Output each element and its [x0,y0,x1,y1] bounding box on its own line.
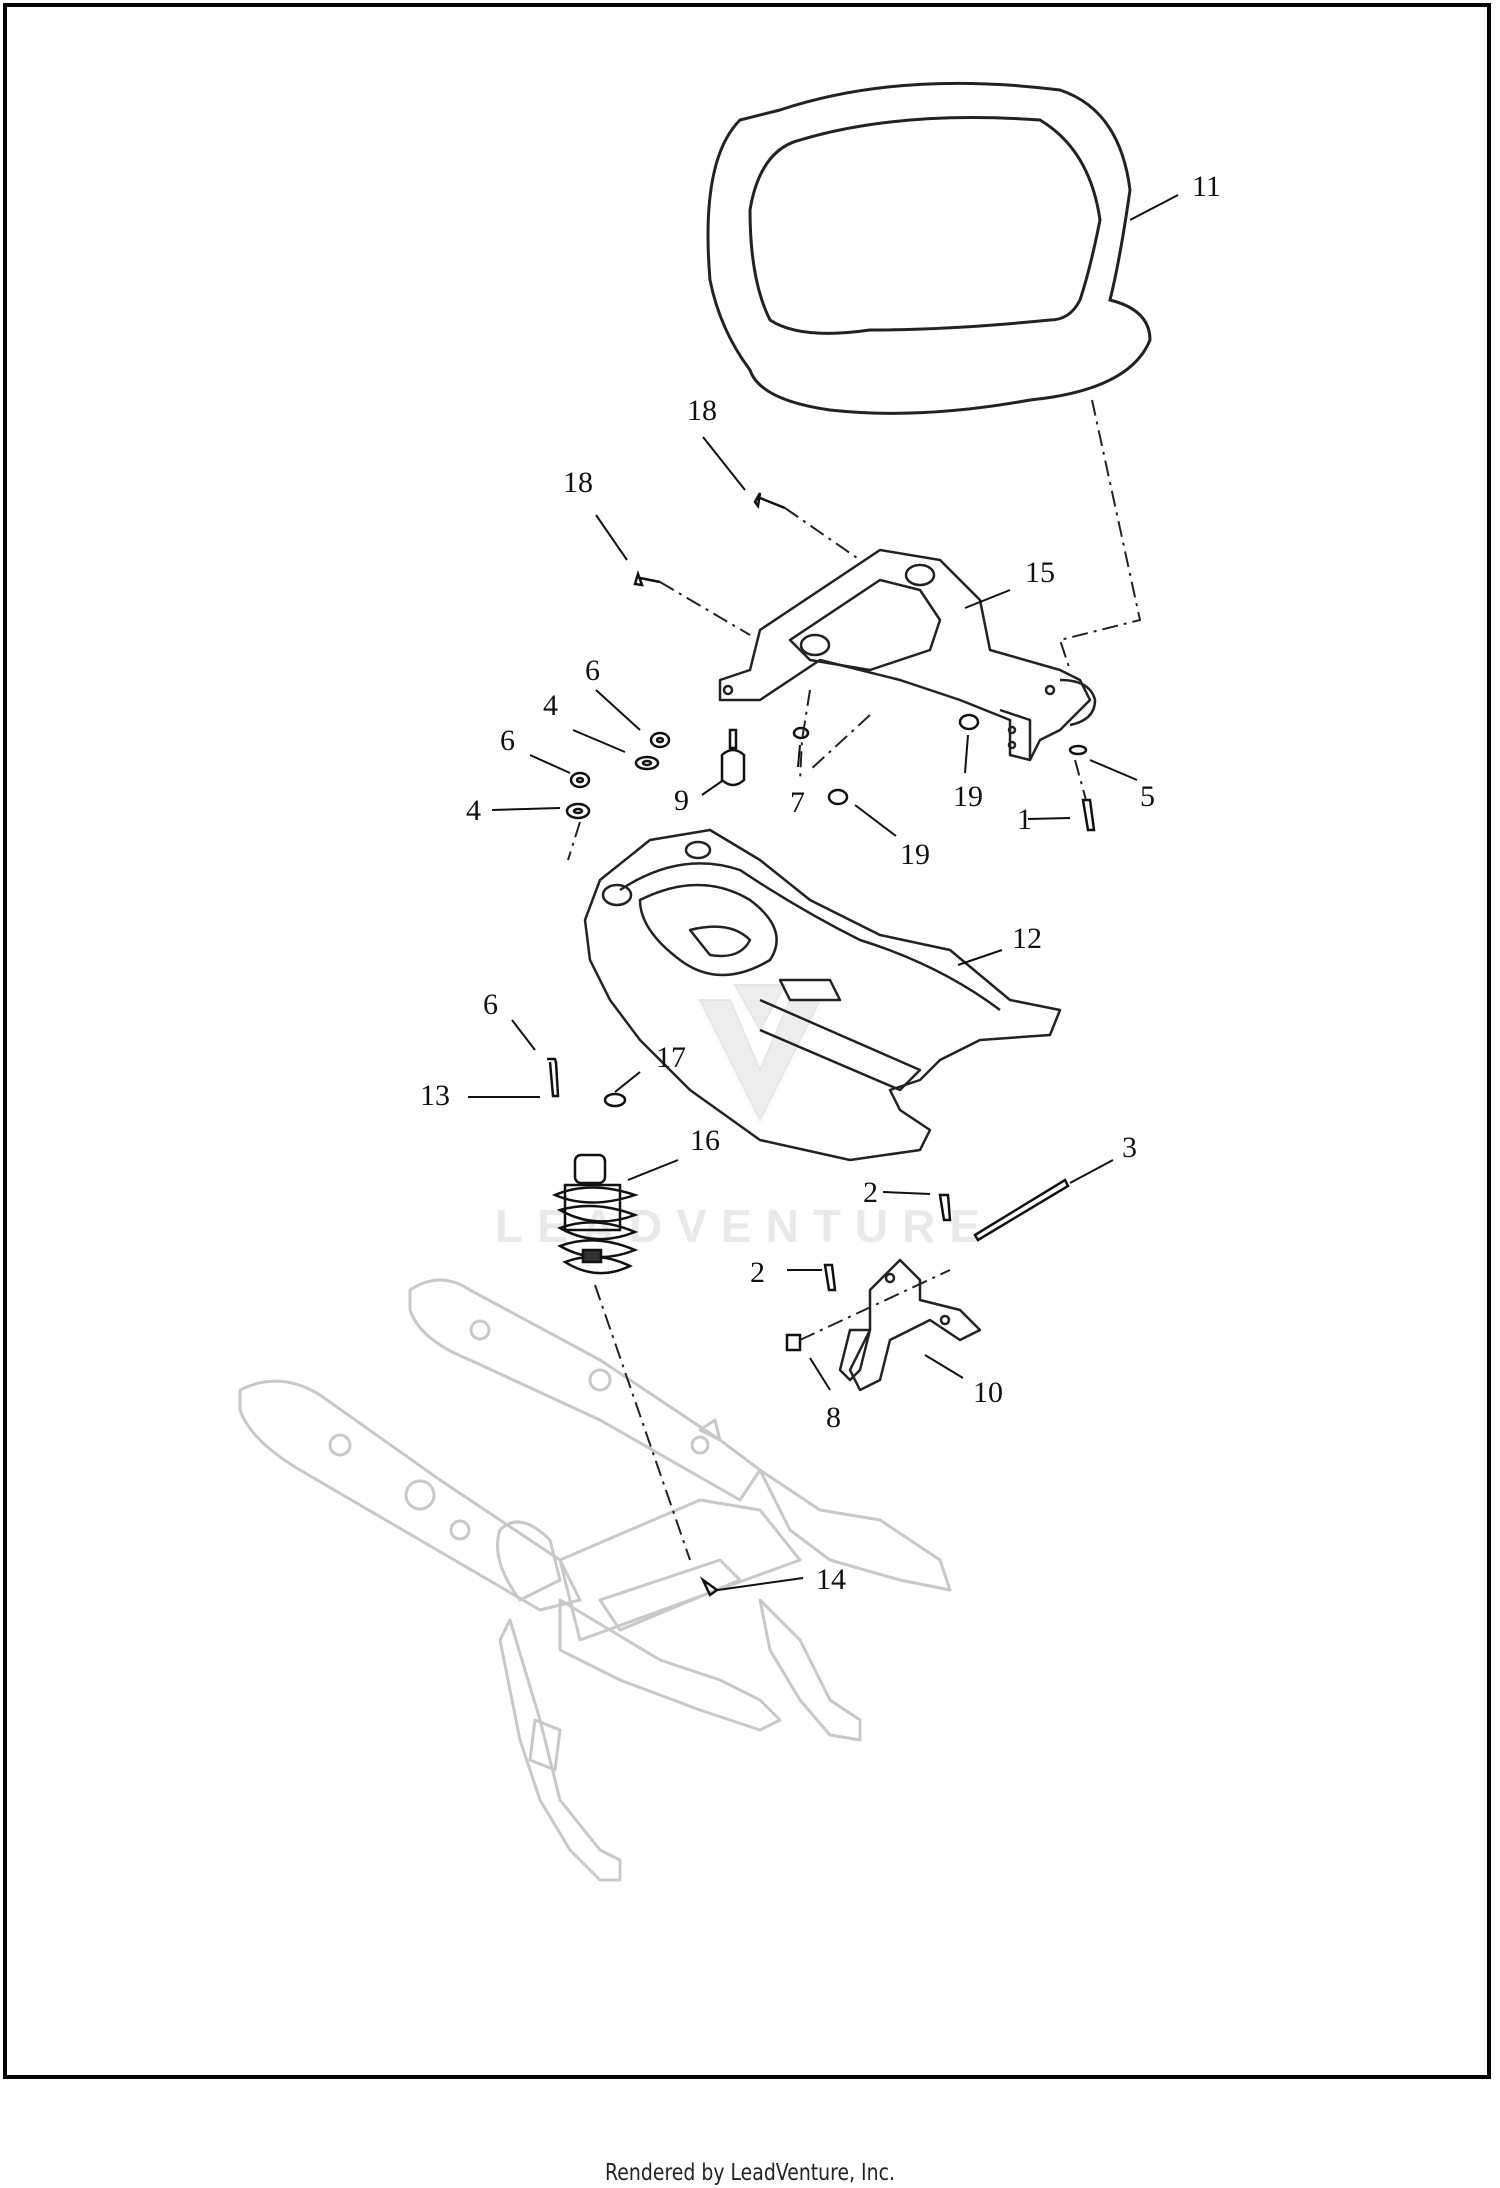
hardware [547,492,1096,1597]
callout-4: 4 [543,689,558,722]
exploded-parts-diagram: LEADVENTURE [238,81,1221,1882]
callout-11: 11 [1192,170,1221,203]
watermark: LEADVENTURE [495,984,994,1252]
callout-9: 9 [674,784,689,817]
callout-15: 15 [1025,556,1055,589]
callout-6: 6 [500,724,515,757]
leader-lines [468,194,1179,1591]
watermark-text: LEADVENTURE [495,1200,994,1252]
callout-8: 8 [826,1401,841,1434]
callout-17: 17 [656,1041,686,1074]
callout-5: 5 [1140,780,1155,813]
callout-14: 14 [816,1563,846,1596]
callout-1: 1 [1017,803,1032,836]
part-10-lower-bracket [838,1258,982,1392]
footer-credit: Rendered by LeadVenture, Inc. [605,2160,895,2186]
callout-6: 6 [585,654,600,687]
callout-3: 3 [1122,1131,1137,1164]
callout-4: 4 [466,794,481,827]
callout-18: 18 [563,466,593,499]
callout-6: 6 [483,988,498,1021]
part-16-spring [551,1153,639,1275]
frame-part [238,1278,952,1882]
callout-19: 19 [953,780,983,813]
callout-2: 2 [863,1176,878,1209]
callout-7: 7 [790,786,805,819]
watermark-logo [698,984,822,1123]
callout-16: 16 [690,1124,720,1157]
callout-labels: 11 18 18 15 6 4 6 4 9 7 19 5 1 19 12 6 1… [420,170,1221,1596]
part-12-seat-pan [583,828,1062,1162]
part-15-bracket [718,548,1097,762]
part-11-seat [706,81,1152,415]
assembly-dashed-lines [567,399,1142,1561]
callout-18: 18 [687,394,717,427]
callout-19: 19 [900,838,930,871]
callout-2: 2 [750,1256,765,1289]
callout-12: 12 [1012,922,1042,955]
callout-13: 13 [420,1079,450,1112]
callout-10: 10 [973,1376,1003,1409]
